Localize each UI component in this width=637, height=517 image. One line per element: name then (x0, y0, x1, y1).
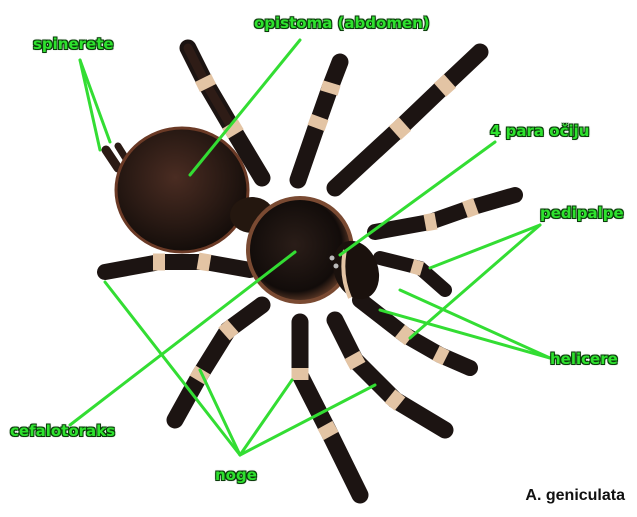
leg-upper-mid (298, 62, 340, 180)
label-noge: noge (215, 468, 257, 483)
leg-left (105, 261, 250, 272)
leg-lower-right-2 (335, 320, 445, 430)
line-pedipalpe-a (430, 225, 540, 268)
leg-lower-left (175, 305, 262, 420)
abdomen (116, 128, 248, 252)
label-eyes: 4 para očiju (490, 124, 589, 139)
line-noge-c (240, 380, 292, 455)
pedipalp-right (380, 258, 445, 290)
label-opistoma: opistoma (abdomen) (254, 16, 430, 31)
label-cefalotoraks: cefalotoraks (10, 424, 115, 439)
species-name: A. geniculata (525, 487, 625, 505)
label-spinerete: spinerete (33, 37, 114, 52)
label-pedipalpe: pedipalpe (540, 206, 624, 221)
label-helicere: helicere (550, 352, 618, 367)
line-noge-a (105, 282, 240, 455)
